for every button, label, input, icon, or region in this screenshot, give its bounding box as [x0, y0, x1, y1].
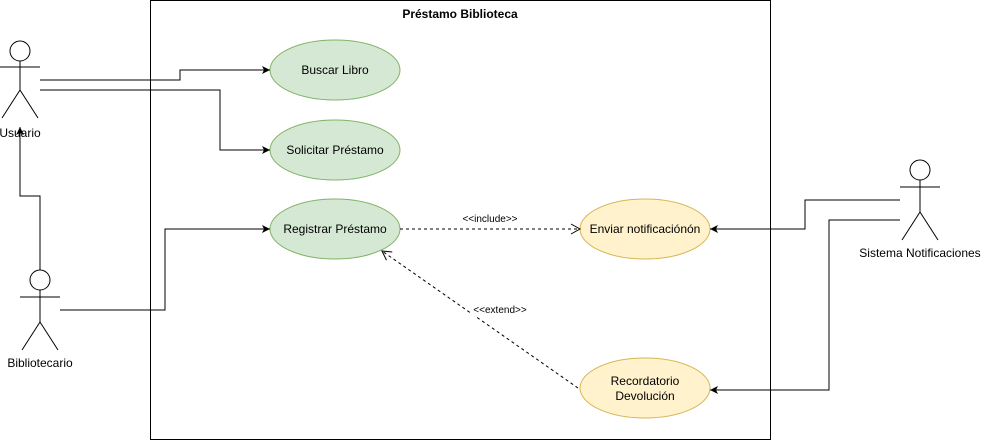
- usecase-recordatorio-label-line2: Devolución: [615, 389, 674, 403]
- actor-bibliotecario: [20, 269, 60, 351]
- usecase-recordatorio-label-line1: Recordatorio: [611, 374, 680, 388]
- usecase-recordatorio-devolucion: [579, 357, 711, 419]
- include-label: <<include>>: [462, 214, 517, 225]
- edge-sistema-recordatorio: [710, 219, 900, 394]
- extend-label: <<extend>>: [473, 305, 527, 316]
- usecase-solicitar-prestamo-label: Solicitar Préstamo: [286, 143, 384, 157]
- usecase-enviar-notificacion-label: Enviar notificaciónón: [590, 222, 701, 236]
- usecase-registrar-prestamo-label: Registrar Préstamo: [283, 222, 387, 236]
- edge-sistema-enviar: [710, 199, 900, 233]
- actor-bibliotecario-label: Bibliotecario: [7, 356, 73, 370]
- system-title: Préstamo Biblioteca: [402, 7, 518, 21]
- extend-label-bg: [471, 304, 529, 316]
- actor-usuario: [0, 40, 40, 119]
- edge-bibliotecario-usuario: [16, 127, 41, 270]
- edge-bibliotecario-registrar: [60, 225, 270, 311]
- actor-sistema-notificaciones: [900, 159, 940, 241]
- edge-extend: [381, 250, 579, 389]
- edge-usuario-solicitar: [40, 89, 270, 154]
- actor-sistema-label: Sistema Notificaciones: [859, 246, 980, 260]
- edge-usuario-buscar: [40, 66, 270, 81]
- usecase-buscar-libro-label: Buscar Libro: [301, 63, 369, 77]
